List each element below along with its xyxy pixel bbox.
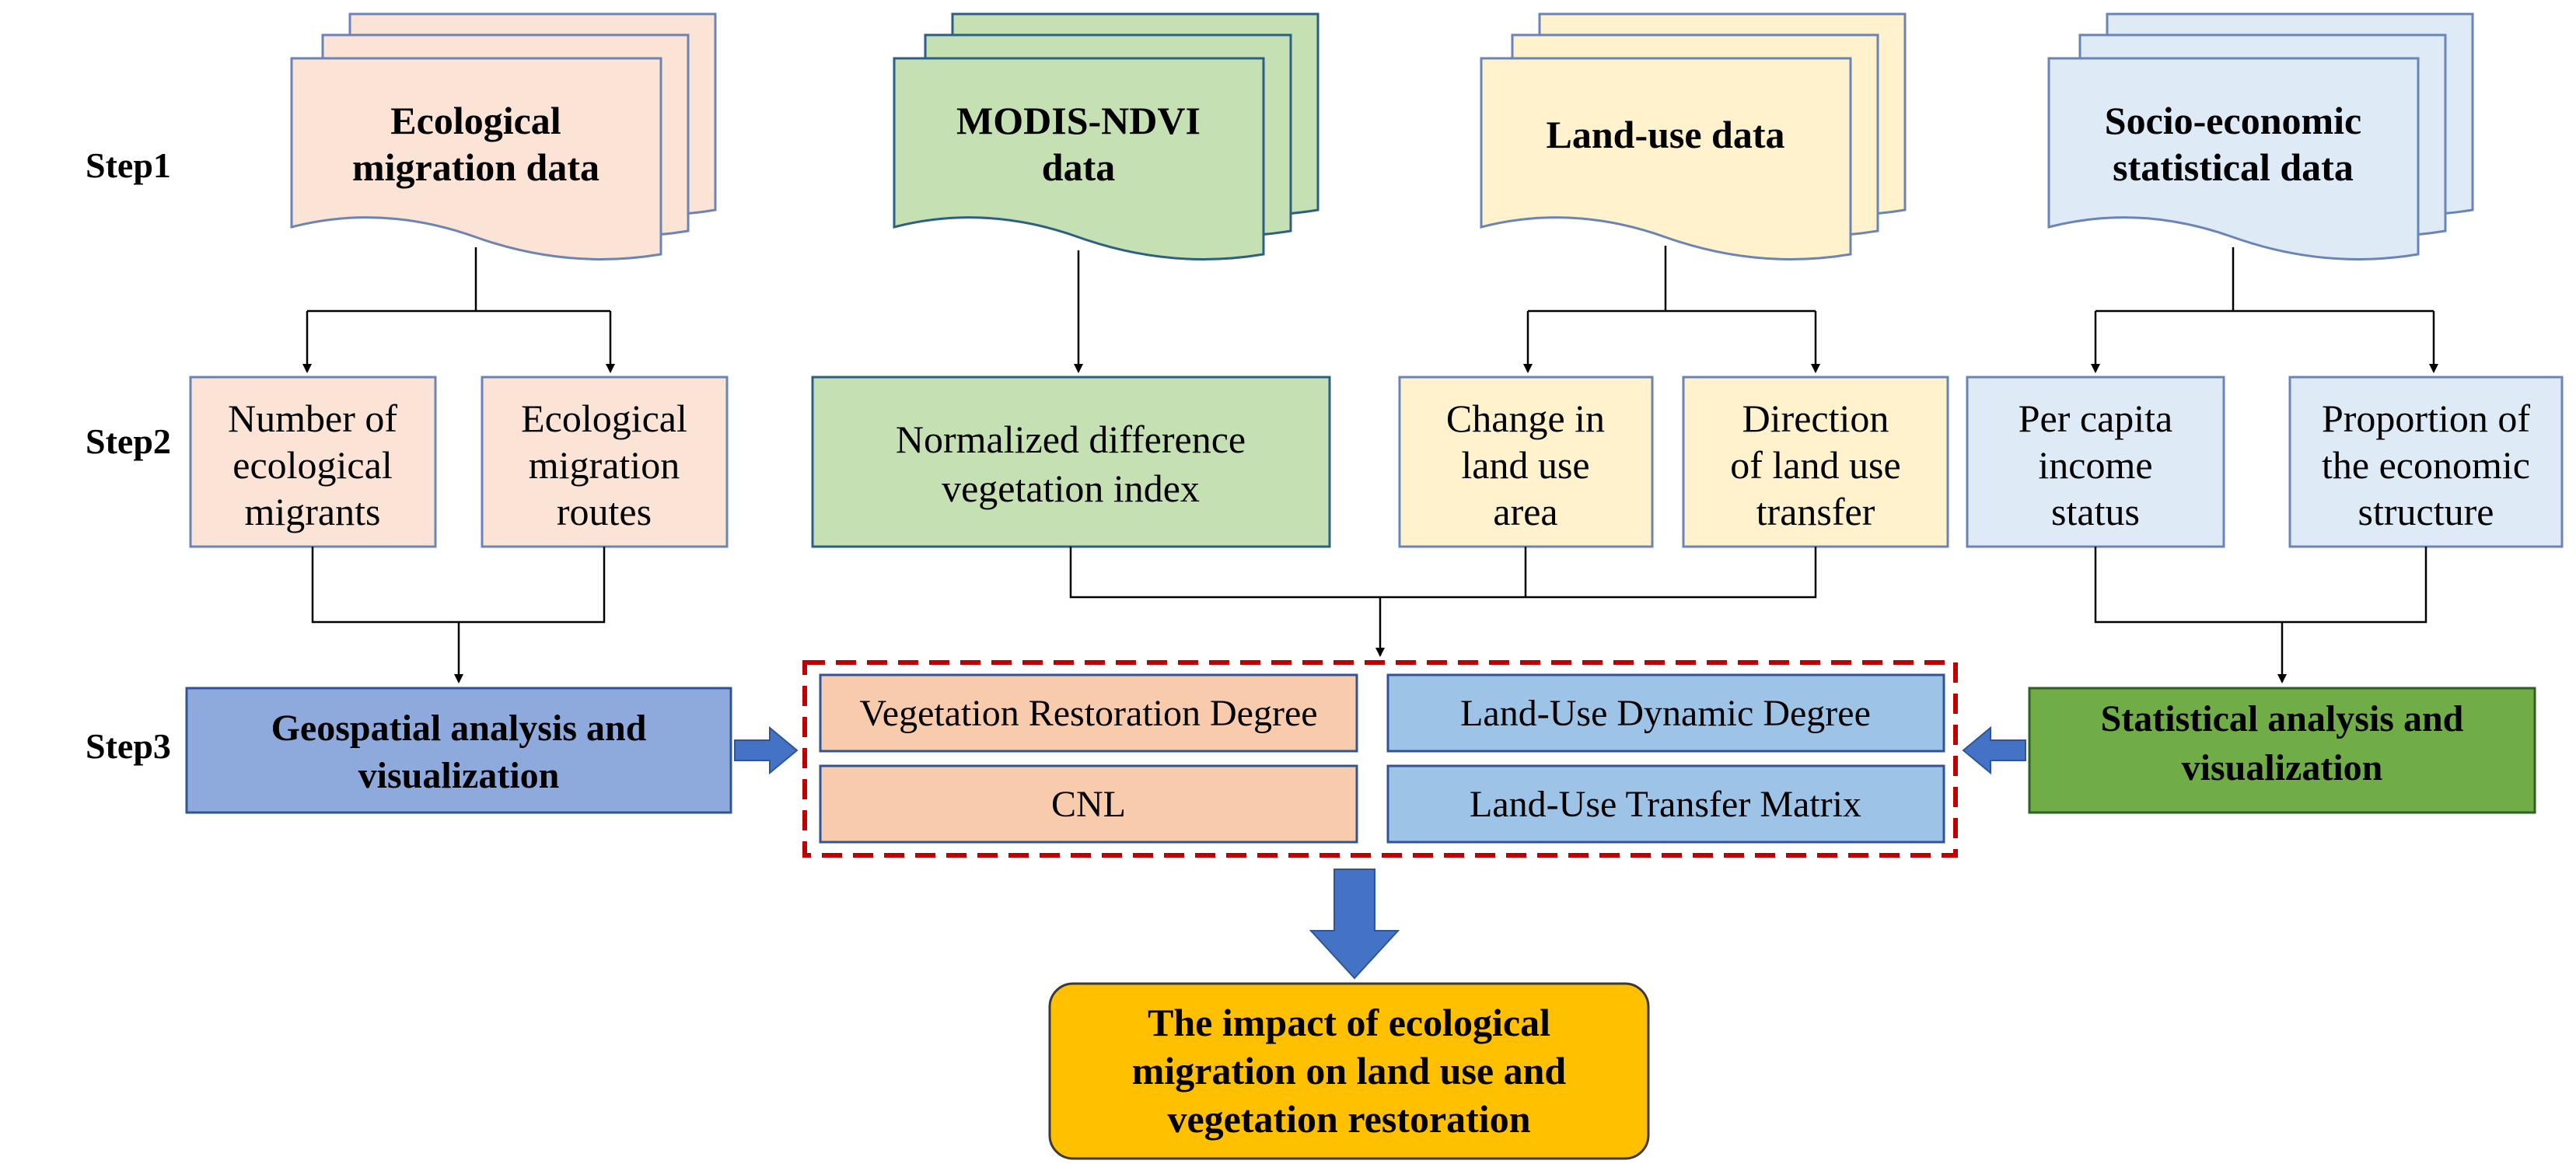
svg-text:The impact of ecological: The impact of ecological [1148, 1001, 1550, 1044]
svg-text:the economic: the economic [2322, 443, 2530, 487]
indicator-economic-structure: Proportion of the economic structure [2288, 376, 2564, 548]
doc3-line1: Land-use data [1546, 113, 1784, 156]
step2-label: Step2 [86, 421, 171, 461]
svg-text:Proportion of: Proportion of [2322, 397, 2530, 440]
svg-text:Geospatial analysis and: Geospatial analysis and [271, 708, 647, 749]
result-box: The impact of ecological migration on la… [1048, 982, 1650, 1160]
indicator-number-of-migrants: Number of ecological migrants [189, 376, 437, 548]
svg-text:Normalized difference: Normalized difference [896, 418, 1246, 461]
svg-text:routes: routes [557, 490, 652, 533]
indicator-per-capita-income: Per capita income status [1966, 376, 2225, 548]
svg-text:migration on land use and: migration on land use and [1132, 1049, 1567, 1092]
metrics-dashed-container [802, 660, 1958, 858]
indicator-change-land-use-area: Change in land use area [1398, 376, 1654, 548]
block-arrow-right [1962, 725, 2026, 775]
svg-text:land use: land use [1461, 443, 1589, 487]
svg-text:CNL: CNL [1051, 784, 1126, 825]
svg-text:visualization: visualization [358, 755, 560, 796]
doc2-line2: data [1042, 145, 1115, 189]
doc4-line1: Socio-economic [2105, 99, 2361, 142]
svg-text:migrants: migrants [245, 490, 381, 533]
svg-text:Number of: Number of [228, 397, 397, 440]
svg-text:Vegetation Restoration Degree: Vegetation Restoration Degree [859, 693, 1317, 734]
indicator-migration-routes: Ecological migration routes [481, 376, 729, 548]
doc4-line2: statistical data [2113, 145, 2354, 189]
svg-text:area: area [1493, 490, 1557, 533]
method-geospatial-analysis: Geospatial analysis and visualization [185, 687, 732, 814]
svg-text:status: status [2051, 490, 2140, 533]
metric-vegetation-restoration-degree: Vegetation Restoration Degree [819, 673, 1358, 753]
block-arrow-left [734, 725, 799, 775]
svg-text:Ecological: Ecological [521, 397, 687, 440]
step1-label: Step1 [86, 145, 171, 185]
metric-cnl: CNL [819, 764, 1358, 844]
metric-land-use-dynamic-degree: Land-Use Dynamic Degree [1386, 673, 1945, 753]
connectors-step1-step2 [302, 246, 2438, 373]
connectors-step2-step3 [311, 547, 2427, 683]
svg-text:ecological: ecological [232, 443, 392, 487]
svg-text:vegetation restoration: vegetation restoration [1167, 1097, 1530, 1141]
svg-text:income: income [2038, 443, 2152, 487]
doc1-line1: Ecological [390, 99, 561, 142]
svg-text:Land-Use Dynamic Degree: Land-Use Dynamic Degree [1460, 693, 1871, 734]
doc-land-use-data: Land-use data [1480, 12, 1907, 260]
svg-text:of land use: of land use [1730, 443, 1900, 487]
doc-modis-ndvi-data: MODIS-NDVI data [893, 12, 1319, 260]
doc-socio-economic-data: Socio-economic statistical data [2047, 12, 2474, 260]
method-statistical-analysis: Statistical analysis and visualization [2028, 687, 2536, 814]
svg-text:structure: structure [2358, 490, 2494, 533]
metric-land-use-transfer-matrix: Land-Use Transfer Matrix [1386, 764, 1945, 844]
svg-text:Per capita: Per capita [2019, 397, 2173, 440]
svg-text:Direction: Direction [1742, 397, 1889, 440]
doc1-line2: migration data [352, 145, 599, 189]
svg-text:Change in: Change in [1446, 397, 1605, 440]
doc2-line1: MODIS-NDVI [956, 99, 1201, 142]
indicator-direction-land-use-transfer: Direction of land use transfer [1682, 376, 1949, 548]
svg-text:visualization: visualization [2182, 747, 2383, 788]
svg-text:vegetation index: vegetation index [942, 467, 1200, 510]
svg-text:Statistical analysis and: Statistical analysis and [2101, 698, 2464, 739]
svg-text:transfer: transfer [1756, 490, 1875, 533]
doc-ecological-migration-data: Ecological migration data [290, 12, 717, 260]
indicator-ndvi: Normalized difference vegetation index [811, 376, 1331, 548]
block-arrow-down [1309, 869, 1400, 980]
svg-text:migration: migration [529, 443, 680, 487]
step3-label: Step3 [86, 726, 171, 766]
svg-text:Land-Use Transfer Matrix: Land-Use Transfer Matrix [1470, 784, 1861, 825]
